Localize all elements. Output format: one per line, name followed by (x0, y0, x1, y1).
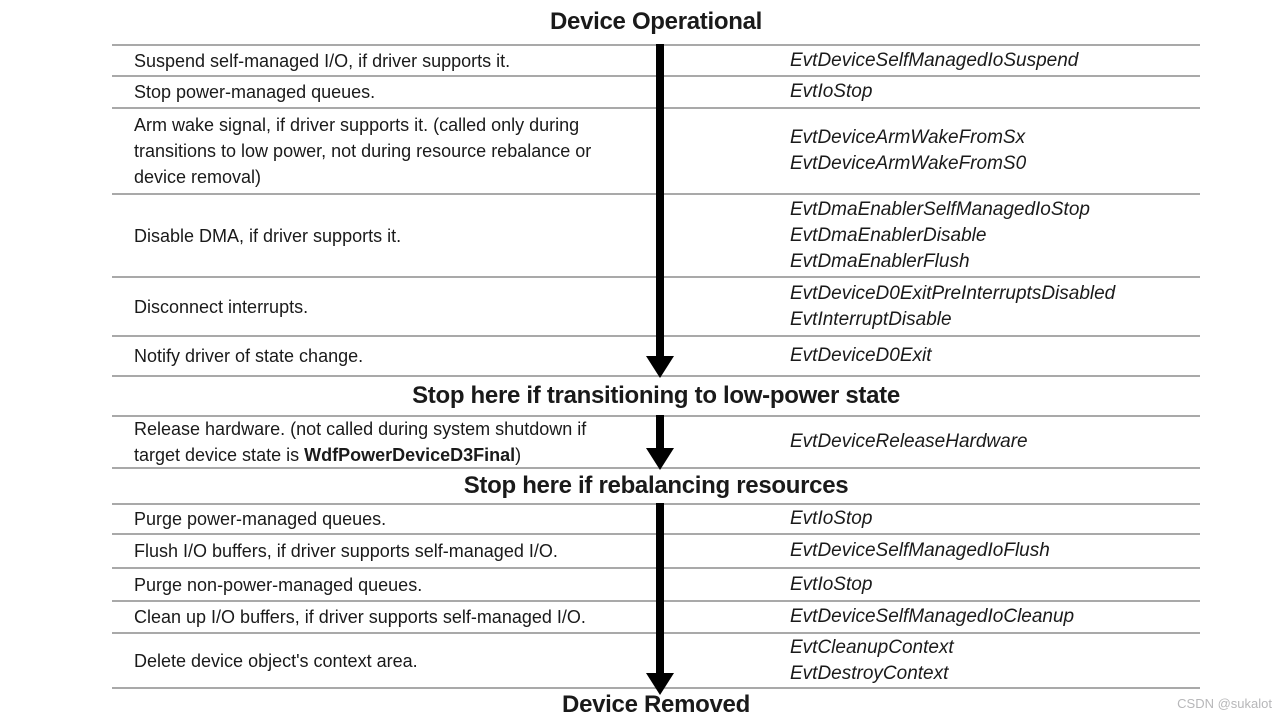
power-state-constant: WdfPowerDeviceD3Final (304, 445, 516, 465)
milestone-heading-rebalance: Stop here if rebalancing resources (463, 472, 849, 499)
callback-name: EvtDeviceSelfManagedIoSuspend (790, 49, 1079, 71)
milestone-rebalance-row: Stop here if rebalancing resources (112, 467, 1200, 503)
step-row-delete-context: Delete device object's context area. Evt… (112, 632, 1200, 687)
step-description: Arm wake signal, if driver supports it. … (134, 115, 592, 187)
step-description: Release hardware. (not called during sys… (112, 416, 672, 468)
diagram-title-top-row: Device Operational (112, 0, 1200, 44)
callback-name: EvtIoStop (790, 573, 873, 595)
callback-name: EvtDmaEnablerFlush (790, 250, 970, 272)
step-row-arm-wake: Arm wake signal, if driver supports it. … (112, 107, 1200, 193)
callback-name: EvtDmaEnablerSelfManagedIoStop (790, 198, 1090, 220)
callback-name: EvtDeviceSelfManagedIoFlush (790, 540, 1050, 561)
callback-name: EvtDeviceArmWakeFromSx (790, 127, 1026, 148)
down-arrow-shaft-removal (656, 503, 664, 675)
callback-name: EvtCleanupContext (790, 636, 954, 658)
step-callbacks: EvtDeviceSelfManagedIoFlush (672, 538, 1200, 564)
callback-name: EvtDeviceReleaseHardware (790, 431, 1028, 452)
step-callbacks: EvtDeviceSelfManagedIoCleanup (672, 604, 1200, 630)
callback-name: EvtInterruptDisable (790, 308, 952, 330)
callback-name: EvtDestroyContext (790, 662, 949, 684)
step-description: Notify driver of state change. (134, 346, 364, 366)
callback-name: EvtDmaEnablerDisable (790, 224, 987, 246)
callback-name: EvtDeviceD0ExitPreInterruptsDisabled (790, 282, 1116, 304)
milestone-low-power-row: Stop here if transitioning to low-power … (112, 375, 1200, 415)
down-arrow-head-removal (646, 673, 674, 695)
step-description: Purge non-power-managed queues. (134, 574, 423, 595)
step-description: Stop power-managed queues. (134, 82, 376, 102)
diagram-title-bottom: Device Removed (562, 690, 750, 718)
step-callbacks: EvtIoStop (672, 572, 1200, 598)
step-callbacks: EvtIoStop (672, 79, 1200, 105)
step-callbacks: EvtDeviceReleaseHardware (672, 429, 1200, 455)
step-description: Clean up I/O buffers, if driver supports… (134, 607, 586, 627)
step-text-suffix: ) (515, 445, 522, 465)
step-text-prefix: Release hardware. (not called during sys… (134, 419, 587, 465)
step-description: Disconnect interrupts. (134, 296, 309, 317)
step-description: Suspend self-managed I/O, if driver supp… (134, 50, 511, 71)
step-row-purge-npm-queues: Purge non-power-managed queues. EvtIoSto… (112, 567, 1200, 600)
down-arrow-shaft-low-power (656, 415, 664, 450)
down-arrow-head-low-power (646, 448, 674, 470)
step-callbacks: EvtCleanupContext EvtDestroyContext (672, 635, 1200, 687)
milestone-heading-low-power: Stop here if transitioning to low-power … (412, 382, 900, 409)
step-description: Delete device object's context area. (134, 650, 418, 671)
callback-name: EvtDeviceSelfManagedIoCleanup (790, 606, 1075, 627)
callback-name: EvtDeviceD0Exit (790, 345, 932, 366)
step-callbacks: EvtDeviceD0Exit (672, 343, 1200, 369)
step-description: Purge power-managed queues. (134, 509, 387, 529)
step-callbacks: EvtDeviceSelfManagedIoSuspend (672, 48, 1200, 74)
callback-name: EvtIoStop (790, 81, 873, 102)
diagram-title-top: Device Operational (549, 8, 763, 35)
step-callbacks: EvtIoStop (672, 506, 1200, 532)
watermark: CSDN @sukalot (1177, 696, 1272, 711)
step-description: Disable DMA, if driver supports it. (134, 225, 402, 246)
step-callbacks: EvtDeviceArmWakeFromSx EvtDeviceArmWakeF… (672, 125, 1200, 177)
callback-name: EvtDeviceArmWakeFromS0 (790, 153, 1027, 174)
step-callbacks: EvtDeviceD0ExitPreInterruptsDisabled Evt… (672, 281, 1200, 333)
step-callbacks: EvtDmaEnablerSelfManagedIoStop EvtDmaEna… (672, 197, 1200, 275)
step-description: Flush I/O buffers, if driver supports se… (134, 541, 558, 561)
callback-name: EvtIoStop (790, 508, 873, 529)
down-arrow-head-operational (646, 356, 674, 378)
down-arrow-shaft-operational (656, 44, 664, 358)
